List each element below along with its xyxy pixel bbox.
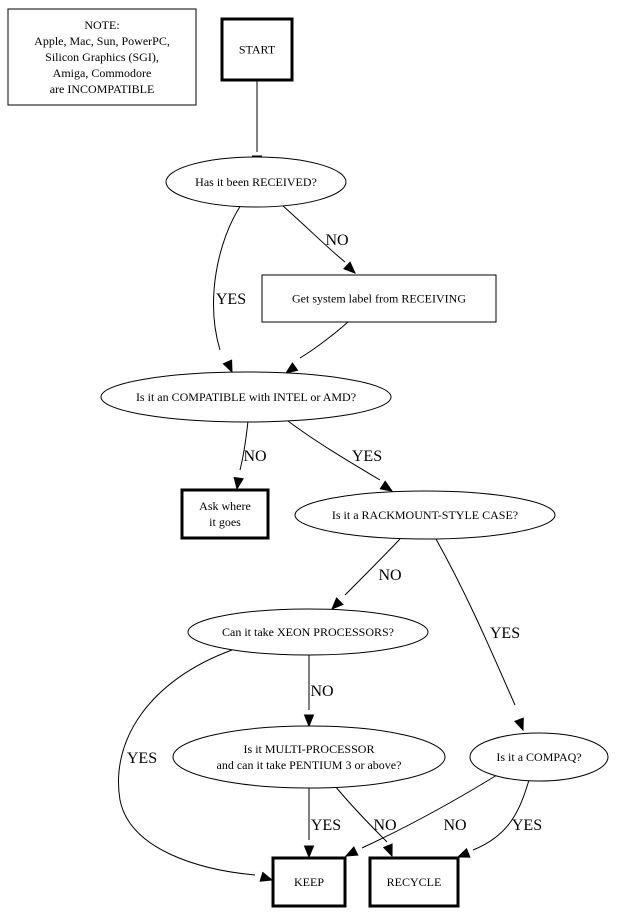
node-label: KEEP [294,875,324,889]
edge-label: YES [127,750,157,767]
edge-rackmount-to-compaq: YES [435,538,524,732]
arrowhead-icon [303,845,315,859]
node-keep: KEEP [271,856,347,908]
edge-label: YES [352,448,382,465]
node-rackmount: Is it a RACKMOUNT-STYLE CASE? [294,490,556,540]
node-label: Is it MULTI-PROCESSOR [244,742,375,756]
node-label: Is it an COMPATIBLE with INTEL or AMD? [136,390,356,404]
edge-compaq-to-keep: NO [344,774,498,857]
edge-label: NO [310,683,333,700]
node-shape-ellipse [172,725,446,789]
edge-line [213,204,242,351]
node-shape-box [271,856,347,908]
edge-line [239,420,249,471]
node-shape-ellipse [100,371,392,423]
arrowhead-icon [233,476,244,491]
node-label: Is it a COMPAQ? [496,750,581,764]
node-compaq: Is it a COMPAQ? [469,732,609,782]
arrowhead-icon [303,714,315,728]
node-xeon: Can it take XEON PROCESSORS? [187,608,429,656]
node-shape-ellipse [294,490,556,540]
edge-line [472,779,530,851]
node-label: NOTE: [84,18,119,32]
arrowhead-icon [331,597,344,610]
edge-label: NO [325,232,348,249]
edge-line [299,321,349,359]
node-compatible: Is it an COMPATIBLE with INTEL or AMD? [100,371,392,423]
node-note: NOTE: Apple, Mac, Sun, PowerPC, Silicon Gr… [7,8,197,106]
arrowhead-icon [456,847,471,858]
node-shape-ellipse [165,156,347,208]
node-label: Is it a RACKMOUNT-STYLE CASE? [332,508,518,522]
node-multi: Is it MULTI-PROCESSOR and can it take PEN… [172,725,446,789]
edge-label: NO [378,567,401,584]
edge-received-to-get-label: NO [281,204,356,274]
node-label: Silicon Graphics (SGI), [45,50,159,64]
edge-label: NO [443,817,466,834]
arrowhead-icon [343,261,356,274]
edge-line [118,649,256,876]
edge-line [287,420,381,481]
edge-label: YES [490,625,520,642]
edge-label: YES [311,817,341,834]
arrowhead-icon [379,480,394,492]
node-label: Has it been RECEIVED? [195,175,317,189]
node-label: are INCOMPATIBLE [50,82,155,96]
edge-label: YES [512,817,542,834]
edge-line [361,774,498,849]
node-received: Has it been RECEIVED? [165,156,347,208]
edge-label: NO [373,817,396,834]
node-label: START [239,43,276,57]
arrowhead-icon [514,717,524,732]
edge-received-to-compatible: YES [213,204,246,374]
node-shape-box [261,274,497,323]
edge-get-label-to-compatible [284,321,349,374]
node-label: and can it take PENTIUM 3 or above? [217,758,402,772]
node-shape-box [180,488,270,540]
edge-line [281,204,346,263]
node-label: Can it take XEON PROCESSORS? [222,625,394,639]
arrowhead-icon [284,362,299,374]
edge-rackmount-to-xeon: NO [331,538,402,610]
edge-compatible-to-ask: NO [233,420,267,491]
edge-multi-to-keep: YES [303,788,341,859]
arrowhead-icon [222,359,233,374]
edge-label: NO [243,448,266,465]
node-shape-box [7,8,197,106]
edge-compatible-to-rackmount: YES [287,420,394,492]
node-label: Apple, Mac, Sun, PowerPC, [34,34,170,48]
edge-line [344,538,401,596]
node-recycle: RECYCLE [368,856,460,908]
node-label: it goes [209,515,241,529]
arrowhead-icon [344,846,359,857]
node-label: RECYCLE [387,875,442,889]
node-label: Get system label from RECEIVING [292,292,466,306]
arrowhead-icon [259,871,274,882]
edge-xeon-to-keep: YES [118,649,274,882]
arrowhead-icon [382,843,393,858]
node-shape-box [220,17,294,82]
node-label: Ask where [199,499,251,513]
node-ask: Ask where it goes [180,488,270,540]
node-shape-ellipse [469,732,609,782]
edge-xeon-to-multi: NO [303,655,334,728]
node-label: Amiga, Commodore [53,66,152,80]
node-start: START [220,17,294,82]
edge-line [334,785,388,843]
node-shape-box [368,856,460,908]
edge-multi-to-recycle: NO [334,785,397,858]
edge-compaq-to-recycle: YES [456,779,542,858]
edge-start-to-received [251,80,263,169]
node-shape-ellipse [187,608,429,656]
node-get-label: Get system label from RECEIVING [261,274,497,323]
edge-label: YES [216,291,246,308]
edge-line [435,538,516,706]
